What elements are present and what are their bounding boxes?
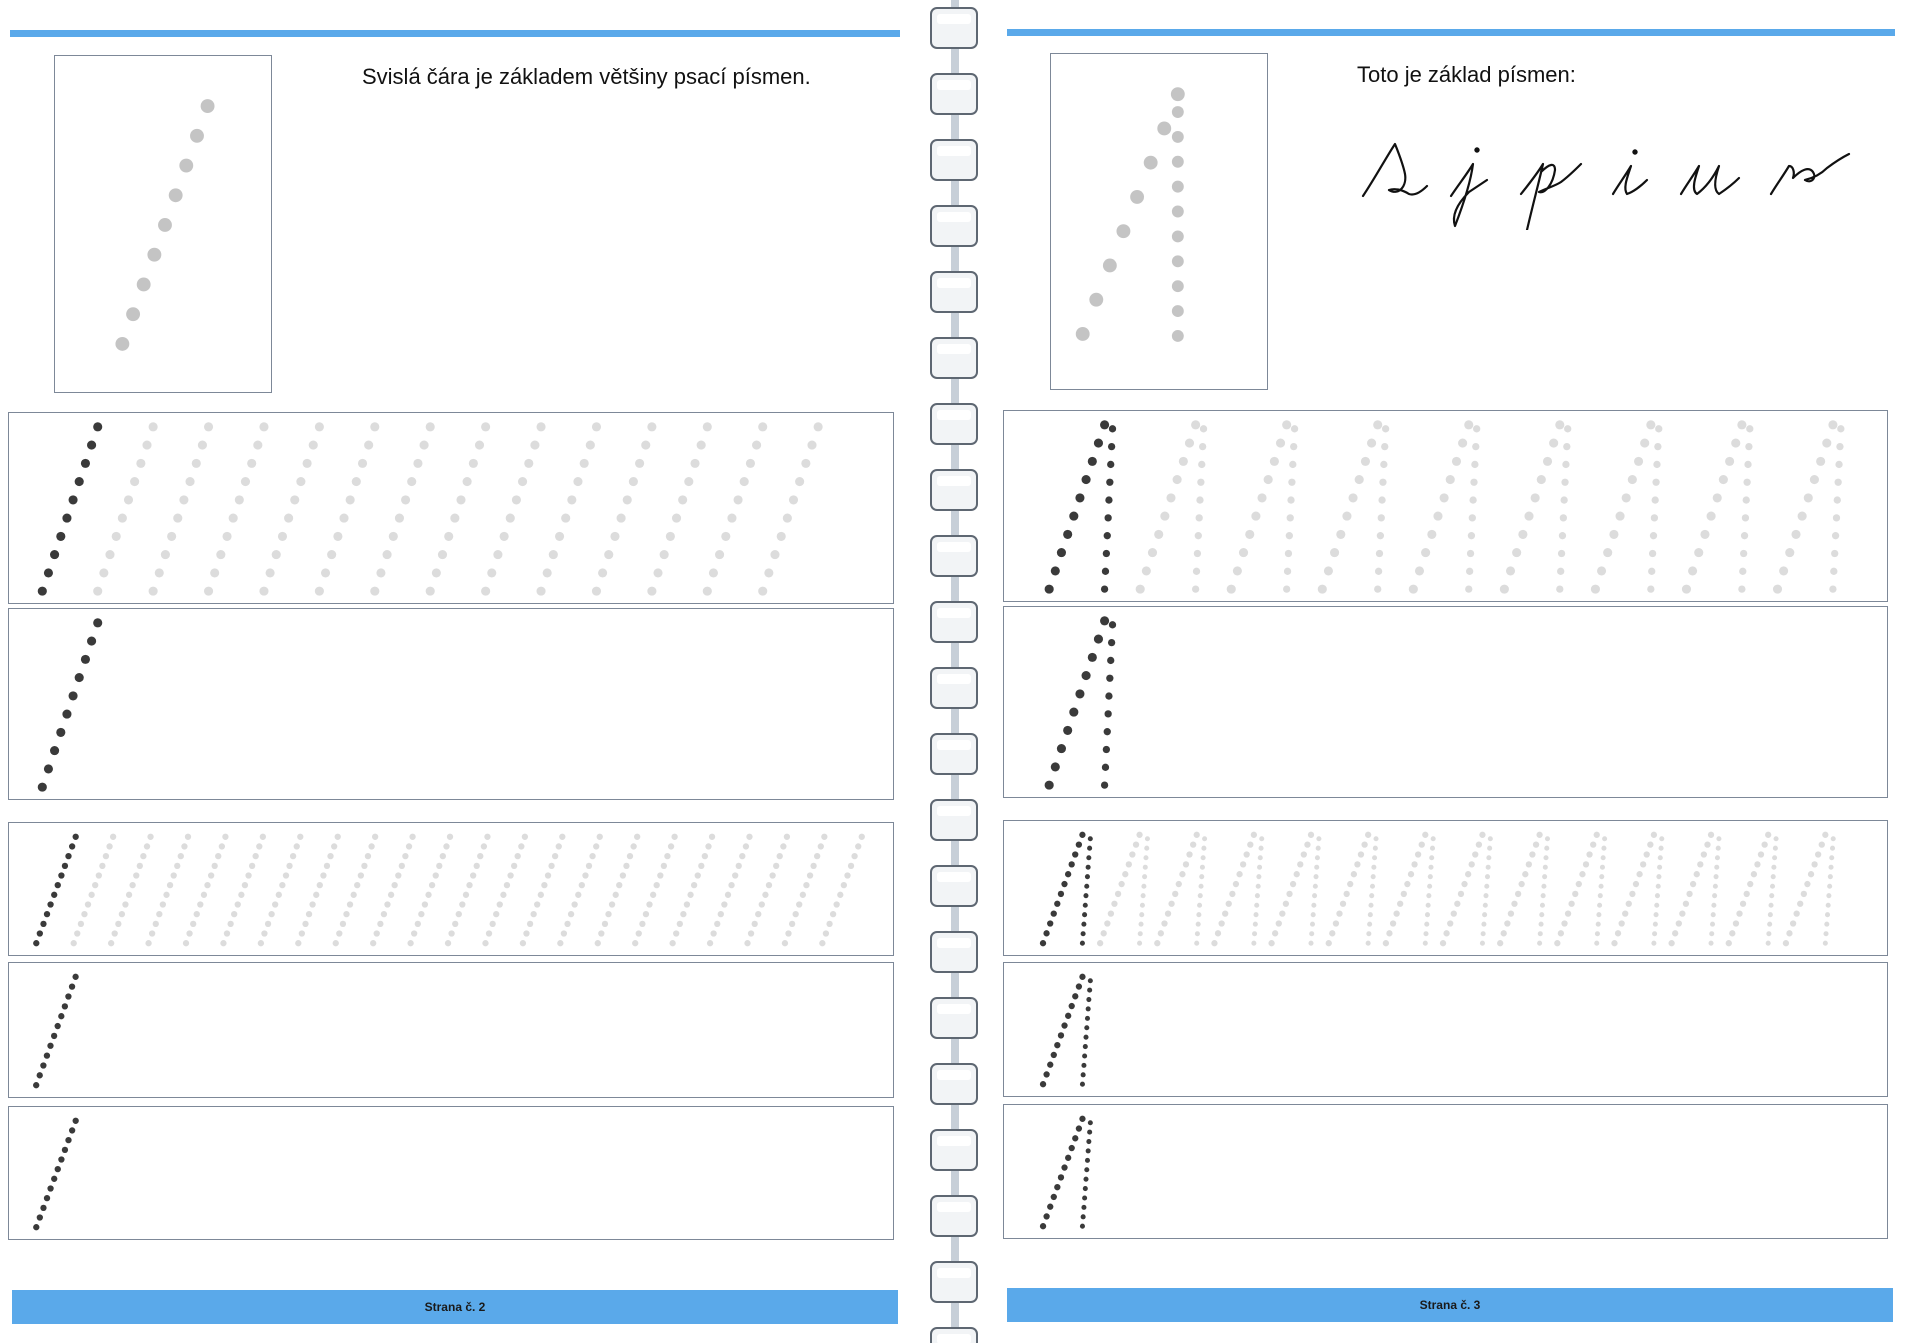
practice-row-3 [1003,820,1888,956]
cursive-letter-j-dot [1474,147,1480,153]
page-number: Strana č. 3 [1419,1298,1481,1312]
model-stroke [33,1117,79,1231]
model-stroke [1044,616,1117,790]
example-box [54,55,272,393]
practice-row-2[interactable] [1003,606,1888,798]
practice-row-1 [1003,410,1888,602]
model-stroke [37,618,103,792]
cursive-letters [1361,142,1851,230]
page-heading: Svislá čára je základem většiny psací pí… [362,64,811,89]
cursive-letter-s [1361,142,1429,198]
tracing-strokes [33,833,865,947]
practice-row-5[interactable] [1003,1104,1888,1239]
page-footer: Strana č. 3 [1007,1288,1893,1322]
practice-row-4[interactable] [1003,962,1888,1097]
tracing-strokes [37,422,823,596]
practice-row-1 [8,412,894,604]
cursive-letter-j [1449,162,1489,228]
cursive-letter-p [1519,162,1583,230]
cursive-letter-r [1769,152,1851,196]
top-rule [10,30,900,37]
left-page: Svislá čára je základem většiny psací pí… [0,0,915,1343]
practice-row-4[interactable] [8,962,894,1098]
page-number: Strana č. 2 [424,1300,486,1314]
practice-row-3 [8,822,894,956]
model-stroke [1039,1115,1093,1230]
page-heading: Toto je základ písmen: [1357,62,1576,87]
tracing-strokes [1039,831,1836,947]
right-page: Toto je základ písmen: Strana č. 3 [995,0,1920,1343]
cursive-letter-u [1679,164,1741,196]
top-rule [1007,29,1895,36]
sample-stroke-vertical [115,99,215,351]
cursive-letter-i-dot [1632,149,1638,155]
practice-row-2[interactable] [8,608,894,800]
model-stroke [1039,973,1093,1088]
tracing-strokes [1044,420,1845,594]
spiral-binding-icon [930,0,978,1343]
sample-stroke-pair [1075,87,1185,342]
practice-row-5[interactable] [8,1106,894,1240]
page-footer: Strana č. 2 [12,1290,898,1324]
model-stroke [33,973,79,1089]
example-box [1050,53,1268,390]
cursive-letter-i [1611,164,1649,196]
